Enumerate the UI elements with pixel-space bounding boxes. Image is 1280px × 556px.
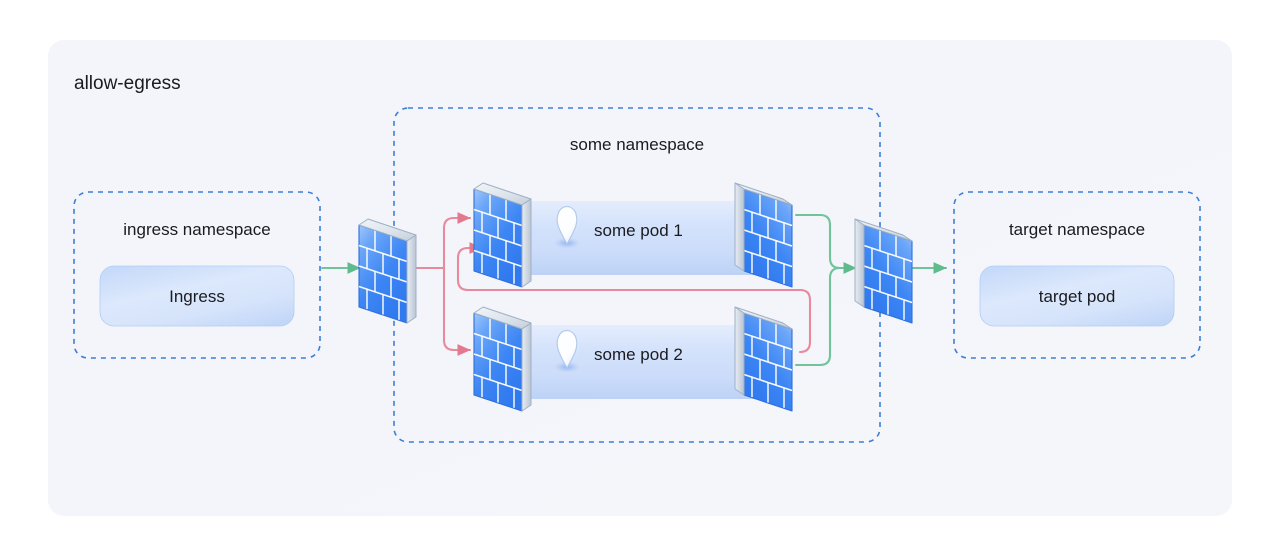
- firewall-entry-icon: [358, 218, 417, 324]
- namespace-ingress-label: ingress namespace: [123, 220, 270, 239]
- pod-ingress-label: Ingress: [169, 287, 225, 306]
- pod-some-2-label: some pod 2: [594, 345, 683, 364]
- connector-pod2-out-to-egress-firewall: [794, 266, 842, 367]
- namespace-ingress: ingress namespace Ingress: [73, 191, 321, 359]
- page-title: allow-egress: [74, 73, 181, 94]
- pod-target-box[interactable]: [979, 265, 1175, 327]
- connector-entry-firewall-to-pod1: [414, 212, 472, 270]
- connector-entry-firewall-to-pod2: [442, 266, 472, 356]
- firewall-pod2-in-icon: [473, 306, 532, 412]
- connector-pod2-out-to-pod1-in: [456, 242, 812, 354]
- policy-panel: [48, 40, 1232, 516]
- pod-target-label: target pod: [1039, 287, 1116, 306]
- pod-ingress-box[interactable]: [99, 265, 295, 327]
- pod-some-1-label: some pod 1: [594, 221, 683, 240]
- namespace-target-label: target namespace: [1009, 220, 1145, 239]
- firewall-pod1-in-icon: [473, 182, 532, 288]
- namespace-target: target namespace target pod: [953, 191, 1201, 359]
- namespace-some-label: some namespace: [570, 135, 704, 154]
